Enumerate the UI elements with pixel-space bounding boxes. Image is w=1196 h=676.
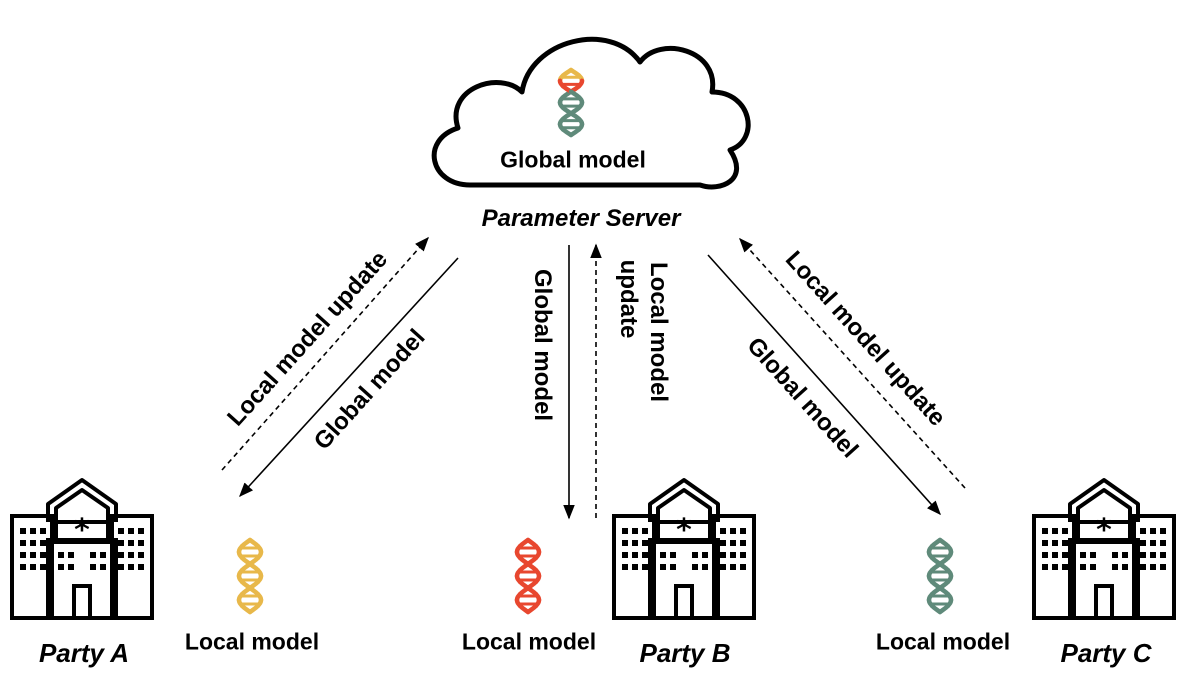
local-model-dna-icon-party-b (514, 537, 542, 615)
hospital-icon-party-b (612, 478, 756, 620)
global-model-dna-icon (557, 67, 585, 138)
dna-strand (239, 603, 253, 615)
dna-strand (929, 603, 943, 615)
local-model-label-party-b: Local model (461, 628, 597, 655)
local-model-dna-icon-party-a (236, 537, 264, 615)
edge-label-b-global-model: Global model (529, 268, 556, 422)
arrow-c-local-update (739, 237, 966, 489)
party-c-name: Party C (1060, 638, 1152, 668)
cloud-global-model-label: Global model (500, 146, 646, 173)
local-model-label-party-a: Local model (184, 628, 320, 655)
party-b-name: Party B (639, 638, 731, 668)
parameter-server-caption: Parameter Server (481, 205, 681, 232)
party-a-name: Party A (38, 638, 130, 668)
hospital-icon-party-a (10, 478, 154, 620)
local-model-dna-icon-party-c (926, 537, 954, 615)
hospital-icon-party-c (1032, 478, 1176, 620)
local-model-label-party-c: Local model (875, 628, 1011, 655)
arrow-a-local-update (221, 236, 429, 471)
arrow-c-global-model (707, 254, 941, 516)
dna-strand (560, 127, 574, 138)
edge-label-b-local-update-line2: update (615, 259, 642, 339)
arrow-a-global-model (239, 257, 459, 498)
edge-label-b-local-update-line1: Local model (645, 261, 672, 403)
parameter-server-cloud (431, 36, 751, 190)
dna-strand (517, 603, 531, 615)
